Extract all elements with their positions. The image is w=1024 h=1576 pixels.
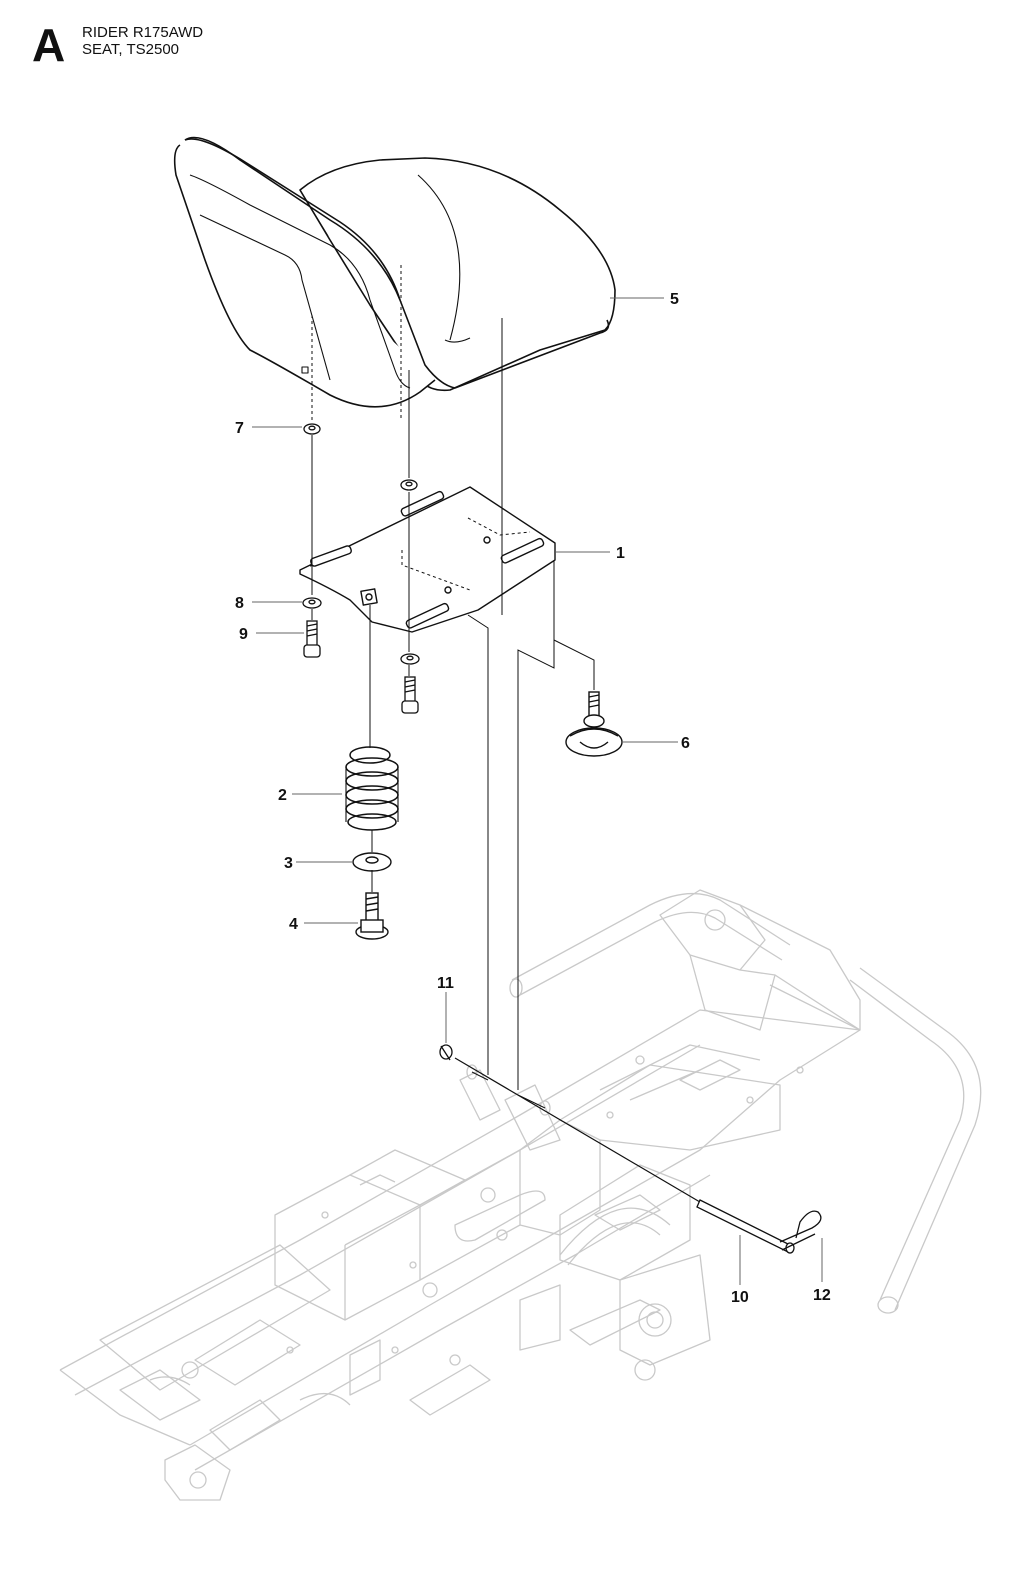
seat-bracket-part-1	[299, 486, 556, 633]
callout-leaders	[252, 297, 823, 1285]
callout-2: 2	[278, 787, 287, 804]
knob-part-6	[565, 691, 623, 757]
callout-labels: 1 2 3 4 5 6 7 8 9 10 11 12	[235, 291, 831, 1306]
washer-part-8-center	[400, 653, 420, 665]
callout-11: 11	[437, 975, 454, 992]
diagram-subtitle: SEAT, TS2500	[82, 41, 180, 58]
clip-part-11	[439, 1044, 453, 1061]
callout-6: 6	[681, 735, 690, 752]
callout-1: 1	[616, 545, 625, 562]
chassis-frame	[59, 889, 982, 1501]
washer-part-7	[303, 423, 321, 435]
hairpin-clip-part-12	[779, 1210, 822, 1251]
bolt-part-4	[355, 892, 389, 940]
callout-7: 7	[235, 420, 244, 437]
callout-5: 5	[670, 291, 679, 308]
callout-10: 10	[731, 1289, 749, 1306]
callout-8: 8	[235, 595, 244, 612]
washer-part-8	[302, 597, 322, 609]
assembly-lines	[311, 265, 595, 1109]
bolt-part-9-center	[401, 676, 419, 714]
bolt-part-9	[303, 620, 321, 658]
callout-9: 9	[239, 626, 248, 643]
washer-part-3	[352, 852, 392, 872]
spring-part-2	[345, 746, 399, 831]
model-title: RIDER R175AWD	[82, 24, 204, 41]
callout-4: 4	[289, 916, 298, 933]
header-title-block: RIDER R175AWD SEAT, TS2500	[82, 24, 203, 58]
pin-part-10	[454, 1057, 795, 1254]
washer-part-7-center	[400, 479, 418, 491]
seat-cushion-part-5	[173, 136, 616, 408]
callout-3: 3	[284, 855, 293, 872]
section-letter: A	[32, 19, 66, 71]
callout-12: 12	[813, 1287, 831, 1304]
